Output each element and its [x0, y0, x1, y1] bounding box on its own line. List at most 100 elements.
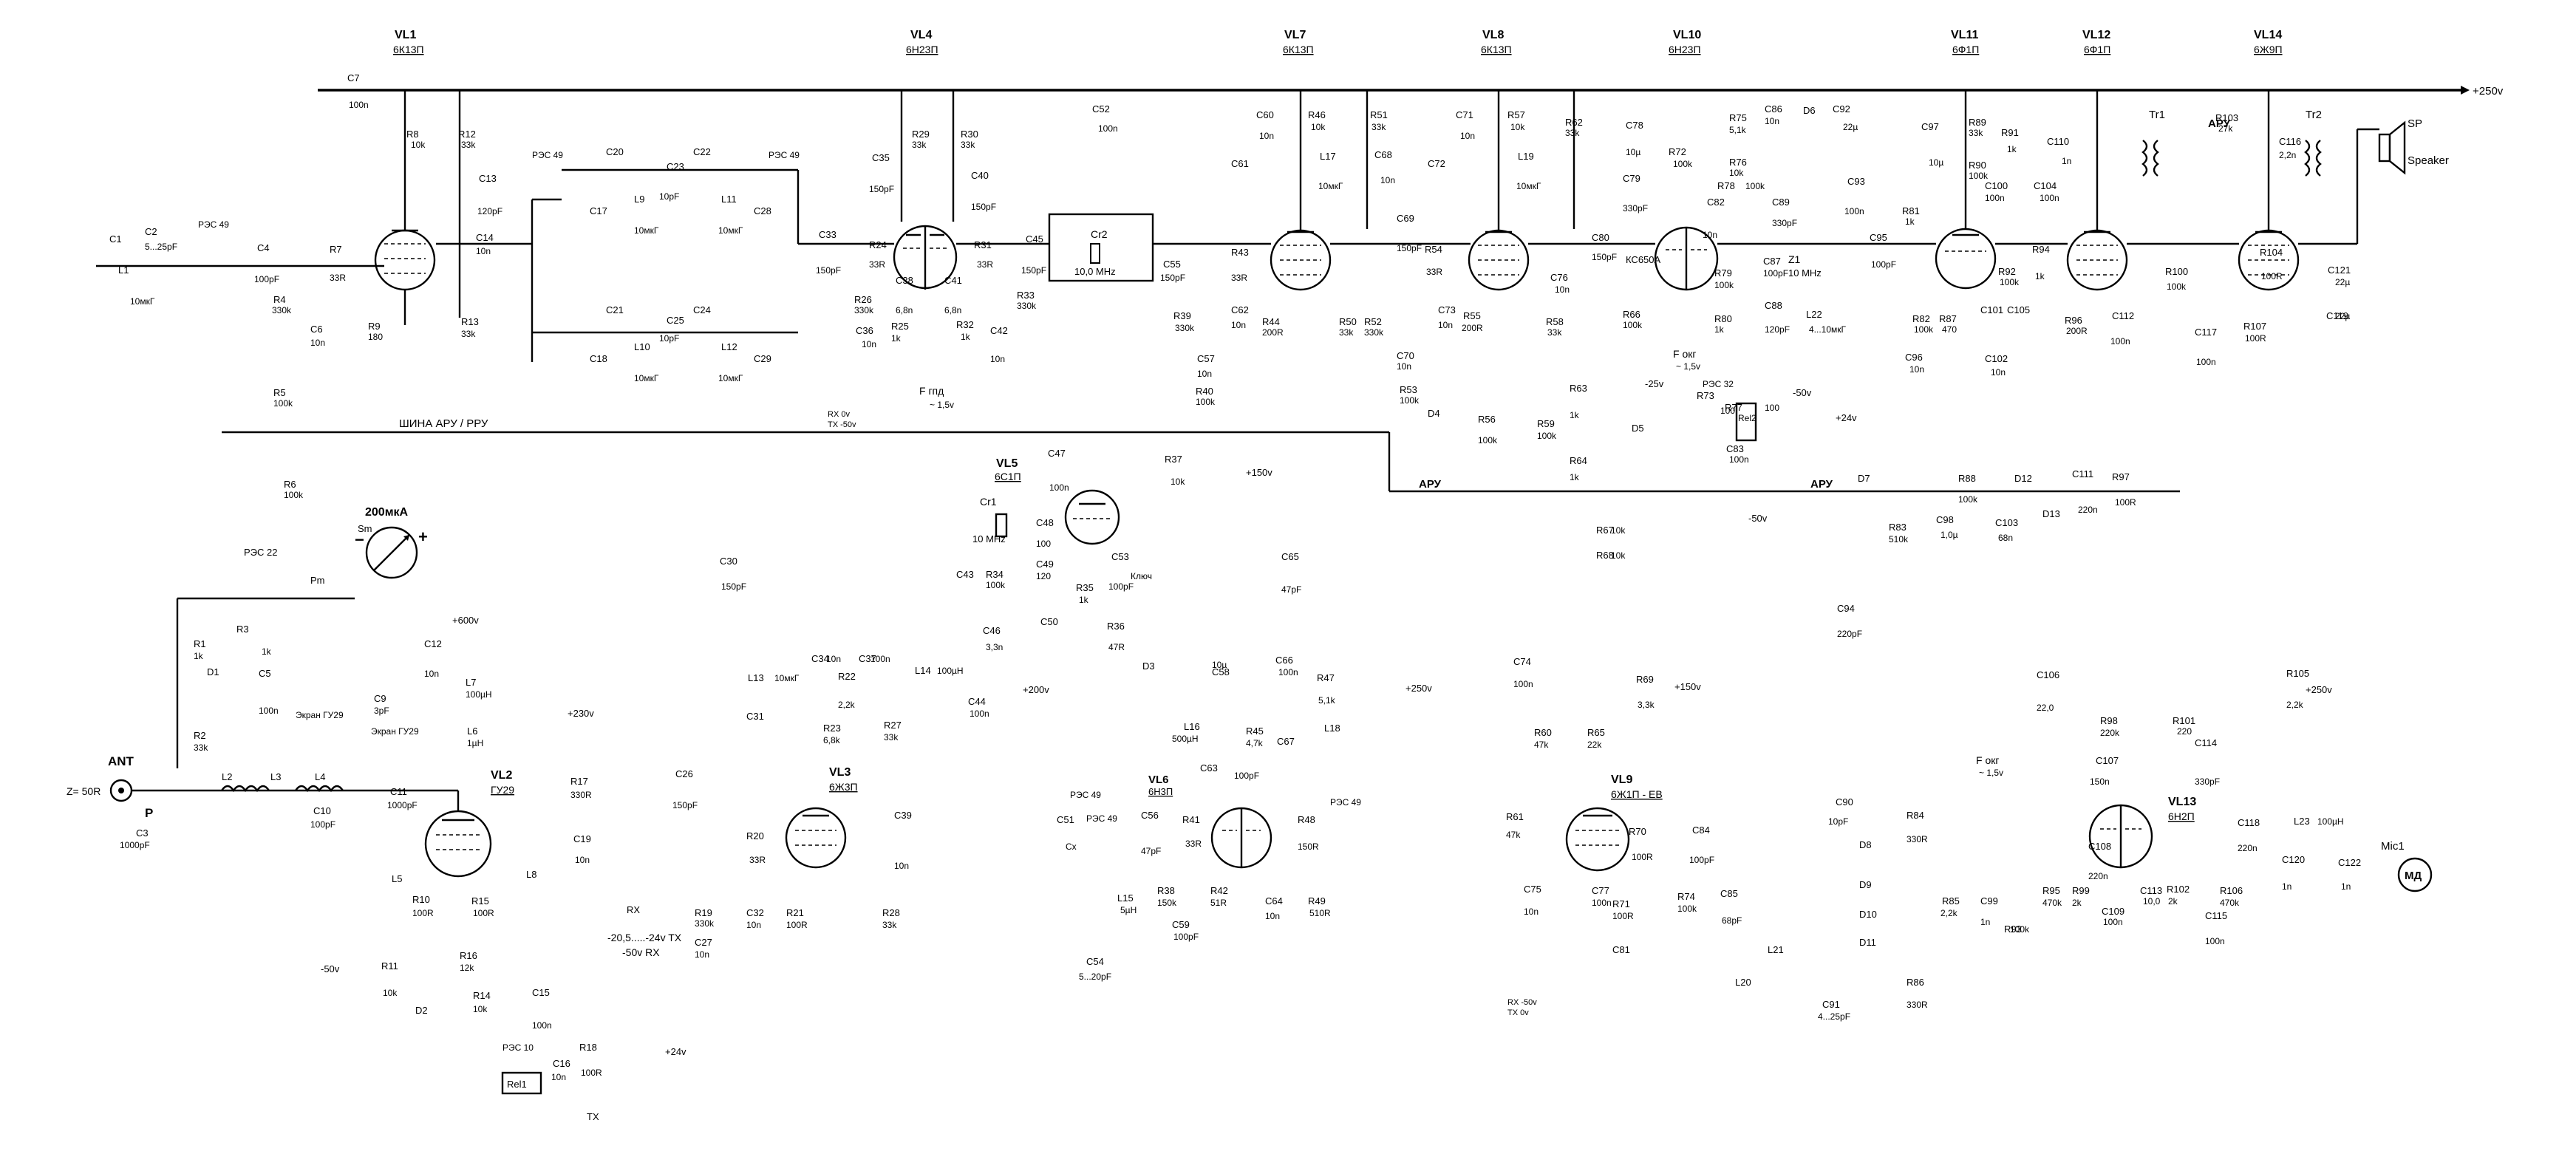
component-label-c121v: 22µ [2335, 277, 2350, 287]
component-label-c2v: 5...25pF [145, 242, 177, 252]
component-label-r45v: 4,7k [1246, 738, 1264, 748]
component-label-c59v: 100pF [1173, 932, 1199, 942]
component-label-c80: C80 [1592, 232, 1609, 243]
component-label-r36v: 47R [1108, 642, 1125, 652]
component-label-r57: R57 [1507, 109, 1525, 120]
component-label-c110: C110 [2047, 136, 2069, 147]
component-label-c43: C43 [956, 569, 974, 580]
component-label-c12: C12 [424, 638, 442, 649]
component-label-c51v: Cx [1066, 841, 1077, 852]
v24a-label: +24v [665, 1046, 686, 1057]
component-label-c62v: 10n [1231, 320, 1246, 330]
svg-text:−: − [355, 530, 364, 549]
tube-vl6: VL6 6Н3П [1148, 774, 1272, 869]
component-label-r80v: 1k [1714, 324, 1725, 335]
component-label-r7: R7 [330, 244, 342, 255]
rel1-label: Rel1 [507, 1079, 527, 1090]
component-label-r23v: 6,8k [823, 735, 841, 745]
component-label-r43v: 33R [1231, 273, 1247, 283]
component-label-r81v: 1k [1905, 216, 1915, 227]
z1-label: Z1 [1788, 253, 1801, 265]
component-label-c38v: 6,8n [896, 305, 913, 315]
component-label-r76v: 10k [1729, 168, 1744, 178]
component-label-r50: R50 [1339, 316, 1357, 327]
component-label-c59: C59 [1172, 919, 1190, 930]
component-label-c94: C94 [1837, 603, 1855, 614]
component-label-r17: R17 [570, 776, 588, 787]
component-label-c58: C58 [1212, 666, 1230, 677]
component-label-r29: R29 [912, 129, 930, 140]
component-label-r2v: 33k [194, 742, 208, 753]
tube-id: VL5 [996, 457, 1018, 470]
component-label-d8: D8 [1859, 839, 1872, 850]
component-label-c35v: 150pF [869, 184, 894, 194]
component-label-c76v: 10n [1555, 284, 1570, 295]
component-label-r22: R22 [838, 671, 856, 682]
component-label-r84v: 330R [1907, 834, 1928, 844]
component-label-r91: R91 [2001, 127, 2019, 138]
component-label-c83v: 100n [1729, 454, 1749, 465]
component-label-c25: C25 [667, 315, 684, 326]
component-label-c11v: 1000pF [387, 800, 418, 810]
wiring-upper [96, 90, 2379, 362]
fokg2-label: F окг [1976, 754, 1999, 766]
v150a-label: +150v [1246, 467, 1272, 478]
v250a-label: +250v [1405, 683, 1432, 694]
tube-id: VL7 [1284, 29, 1306, 41]
tube-vl8: VL8 6К13П [1468, 29, 1530, 291]
component-label-r35v: 1k [1079, 595, 1089, 605]
component-label-r12v: 33k [461, 140, 476, 150]
component-label-r103: R103 [2215, 112, 2238, 123]
component-label-c34: C34 [811, 653, 829, 664]
component-label-l11: L11 [721, 194, 737, 205]
res10-label: РЭС 10 [502, 1042, 534, 1053]
tube-id: VL4 [910, 29, 932, 41]
component-label-c77v: 100n [1592, 898, 1612, 908]
component-label-l14: L14 [915, 665, 931, 676]
aru-left-label: АРУ [1419, 478, 1442, 491]
component-label-c26v: 150pF [672, 800, 698, 810]
component-label-l16: L16 [1184, 721, 1200, 732]
component-label-l15v: 5µH [1120, 905, 1137, 915]
component-label-c54v: 5...20pF [1079, 972, 1111, 982]
component-label-c4v: 100pF [254, 274, 279, 284]
component-label-c37v: 100n [870, 654, 890, 664]
rel2-label: Rel2 [1738, 413, 1756, 423]
component-label-r96: R96 [2065, 315, 2082, 326]
component-label-d2: D2 [415, 1005, 428, 1016]
component-label-c110v: 1n [2062, 156, 2071, 166]
component-label-r96v: 200R [2066, 326, 2088, 336]
component-label-c119: C119 [2326, 310, 2348, 321]
cr2-freq: 10,0 MHz [1074, 266, 1116, 277]
component-label-c95v: 100pF [1871, 259, 1896, 270]
component-label-r78v: 100k [1745, 181, 1765, 191]
tube-type: 6Ж3П [829, 781, 858, 793]
component-label-c109: C109 [2102, 906, 2124, 917]
fgpd-label: F гпд [919, 385, 944, 397]
component-label-c99v: 1n [1980, 917, 1990, 927]
component-label-c53v: 100pF [1108, 581, 1134, 592]
component-label-c48: C48 [1036, 517, 1054, 528]
component-label-r7v: 33R [330, 273, 346, 283]
component-label-r16v: 12k [460, 963, 474, 973]
component-label-c9: C9 [374, 693, 386, 704]
component-label-c121: C121 [2328, 264, 2351, 276]
component-label-c10v: 100pF [310, 819, 335, 830]
component-label-d7: D7 [1858, 473, 1870, 484]
component-label-l16v: 500µH [1172, 734, 1199, 744]
component-label-c68: C68 [1374, 149, 1392, 160]
rxtx2-label: TX -50v [828, 420, 856, 429]
component-label-r39v: 330k [1175, 323, 1195, 333]
component-label-c34v: 10n [826, 654, 841, 664]
component-label-c104v: 100n [2040, 193, 2059, 203]
component-label-c13v: 120pF [477, 206, 502, 216]
cr2-label: Cr2 [1091, 228, 1108, 240]
component-label-l13v: 10мкГ [774, 673, 800, 683]
component-label-r86: R86 [1907, 977, 1924, 988]
component-label-c63: C63 [1200, 762, 1218, 774]
tr2-label: Tr2 [2306, 109, 2322, 121]
component-label-c88: C88 [1765, 300, 1782, 311]
component-label-c40: C40 [971, 170, 989, 181]
component-label-c93v: 100n [1844, 206, 1864, 216]
component-label-r106v: 470k [2220, 898, 2240, 908]
